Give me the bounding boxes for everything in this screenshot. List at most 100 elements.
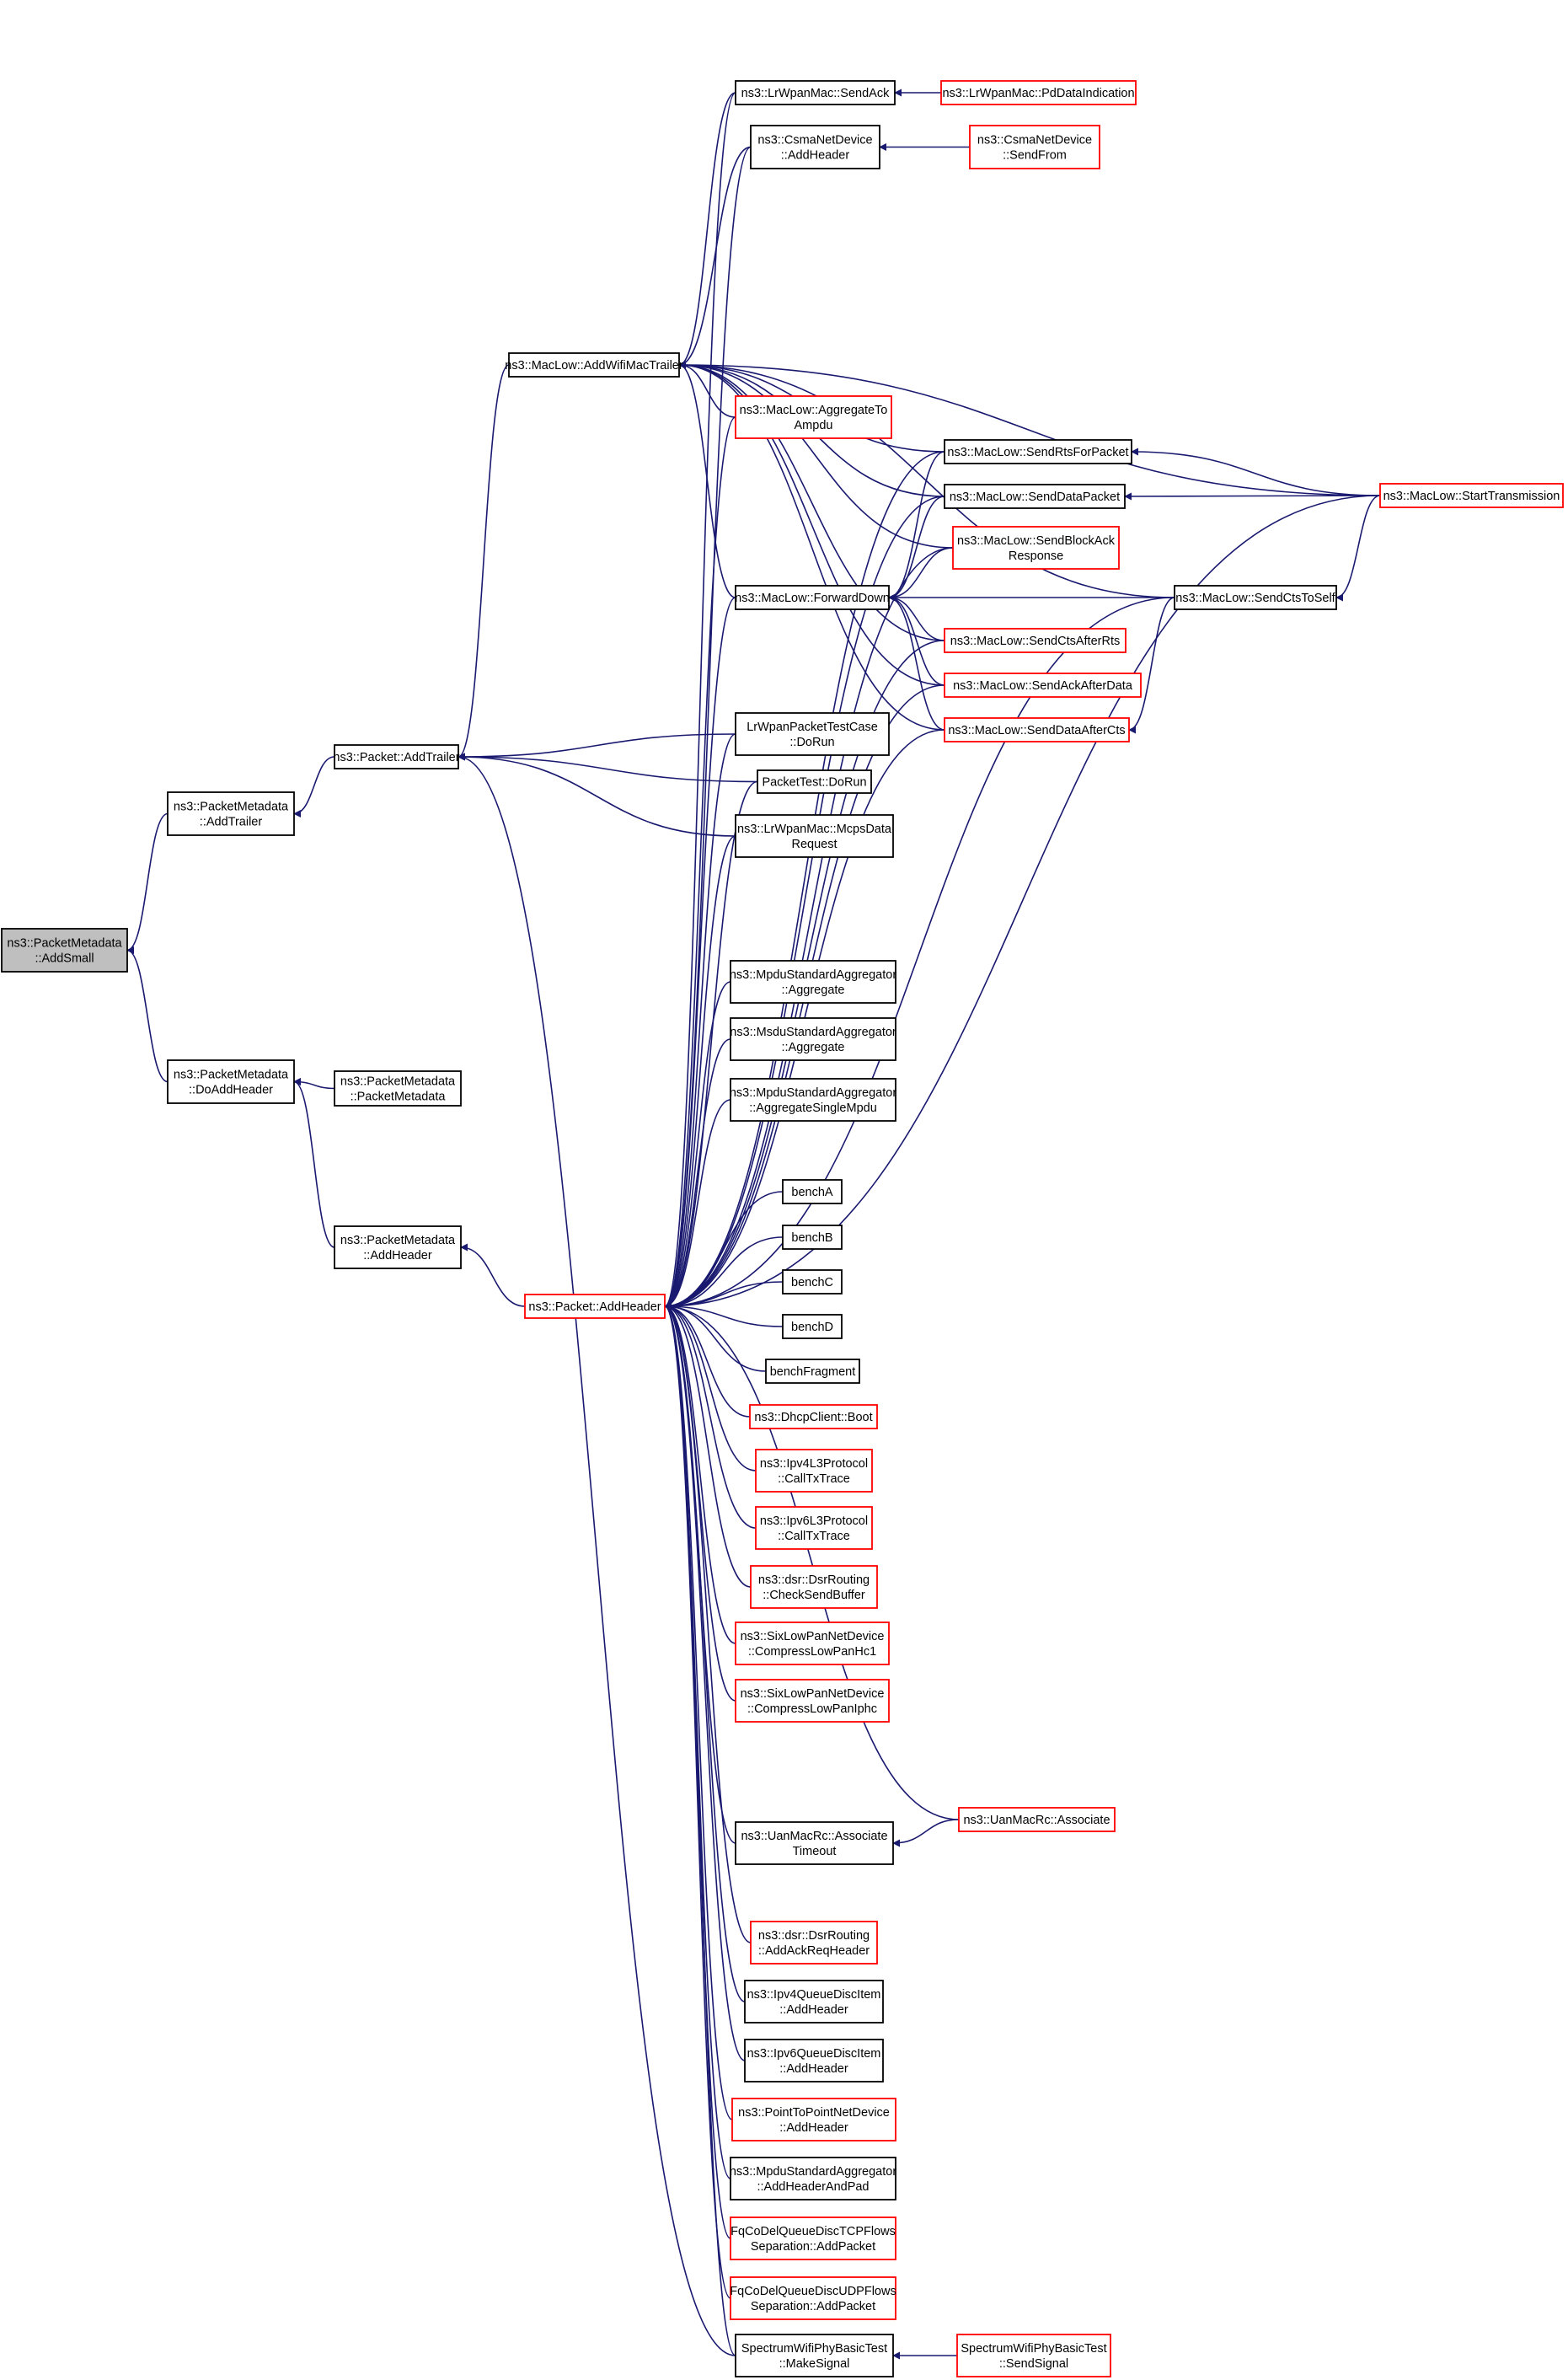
- node-box[interactable]: [735, 712, 890, 756]
- node-box[interactable]: [334, 744, 459, 769]
- graph-node[interactable]: ns3::dsr::DsrRouting::CheckSendBuffer: [750, 1565, 878, 1609]
- graph-node[interactable]: ns3::PointToPointNetDevice::AddHeader: [731, 2098, 896, 2141]
- graph-node[interactable]: PacketTest::DoRun: [757, 769, 872, 794]
- graph-node[interactable]: ns3::MacLow::SendRtsForPacket: [944, 439, 1132, 464]
- node-box[interactable]: [782, 1269, 843, 1295]
- node-box[interactable]: [167, 1059, 295, 1104]
- graph-node[interactable]: ns3::MpduStandardAggregator::AggregateSi…: [730, 1078, 896, 1122]
- node-box[interactable]: [730, 960, 896, 1004]
- node-box[interactable]: [735, 395, 892, 439]
- node-box[interactable]: [944, 717, 1130, 742]
- node-box[interactable]: [755, 1449, 873, 1493]
- node-box[interactable]: [735, 585, 890, 610]
- node-box[interactable]: [735, 1821, 894, 1865]
- node-box[interactable]: [730, 2217, 896, 2260]
- node-box[interactable]: [524, 1294, 666, 1319]
- graph-node[interactable]: ns3::MacLow::SendDataPacket: [944, 484, 1126, 509]
- graph-node[interactable]: benchD: [782, 1314, 843, 1339]
- graph-node[interactable]: ns3::PacketMetadata::AddTrailer: [167, 791, 295, 836]
- graph-node[interactable]: ns3::UanMacRc::Associate: [958, 1807, 1116, 1832]
- node-box[interactable]: [1379, 483, 1564, 508]
- graph-node[interactable]: ns3::Ipv4L3Protocol::CallTxTrace: [755, 1449, 873, 1493]
- graph-node[interactable]: ns3::PacketMetadata::PacketMetadata: [334, 1070, 462, 1107]
- graph-node[interactable]: ns3::Packet::AddTrailer: [333, 744, 460, 769]
- graph-node[interactable]: ns3::SixLowPanNetDevice::CompressLowPanH…: [735, 1622, 890, 1665]
- graph-node[interactable]: ns3::PacketMetadata::AddHeader: [334, 1225, 462, 1269]
- graph-node[interactable]: ns3::MpduStandardAggregator::Aggregate: [730, 960, 896, 1004]
- node-box[interactable]: [730, 2276, 896, 2320]
- graph-node[interactable]: ns3::MacLow::SendDataAfterCts: [944, 717, 1130, 742]
- node-box[interactable]: [730, 1078, 896, 1122]
- graph-node[interactable]: LrWpanPacketTestCase::DoRun: [735, 712, 890, 756]
- node-box[interactable]: [735, 1679, 890, 1723]
- node-box[interactable]: [944, 439, 1132, 464]
- node-box[interactable]: [750, 125, 880, 169]
- graph-node[interactable]: ns3::DhcpClient::Boot: [749, 1404, 878, 1429]
- graph-node[interactable]: ns3::MacLow::SendCtsAfterRts: [944, 628, 1126, 653]
- node-box[interactable]: [735, 80, 896, 105]
- node-box[interactable]: [730, 1017, 896, 1061]
- graph-node[interactable]: SpectrumWifiPhyBasicTest::MakeSignal: [735, 2334, 894, 2377]
- node-box[interactable]: [1, 928, 128, 973]
- graph-node[interactable]: ns3::LrWpanMac::SendAck: [735, 80, 896, 105]
- graph-node[interactable]: ns3::MpduStandardAggregator::AddHeaderAn…: [730, 2157, 896, 2200]
- node-box[interactable]: [735, 2334, 894, 2377]
- node-box[interactable]: [944, 673, 1142, 698]
- graph-node[interactable]: FqCoDelQueueDiscUDPFlowsSeparation::AddP…: [730, 2276, 896, 2320]
- graph-node[interactable]: ns3::CsmaNetDevice::AddHeader: [750, 125, 880, 169]
- node-box[interactable]: [735, 1622, 890, 1665]
- graph-node[interactable]: ns3::MacLow::AddWifiMacTrailer: [505, 352, 683, 378]
- graph-node[interactable]: ns3::Ipv6QueueDiscItem::AddHeader: [744, 2039, 884, 2082]
- node-box[interactable]: [940, 80, 1137, 105]
- graph-node[interactable]: ns3::MacLow::ForwardDown: [735, 585, 890, 610]
- node-box[interactable]: [944, 628, 1126, 653]
- node-box[interactable]: [1174, 585, 1337, 610]
- graph-node[interactable]: ns3::MacLow::SendAckAfterData: [944, 673, 1142, 698]
- node-box[interactable]: [334, 1225, 462, 1269]
- node-box[interactable]: [744, 2039, 884, 2082]
- node-box[interactable]: [731, 2098, 896, 2141]
- graph-node[interactable]: ns3::Packet::AddHeader: [524, 1294, 666, 1319]
- graph-node[interactable]: ns3::CsmaNetDevice::SendFrom: [969, 125, 1100, 169]
- node-box[interactable]: [757, 769, 872, 794]
- node-box[interactable]: [749, 1404, 878, 1429]
- graph-node[interactable]: benchB: [782, 1225, 843, 1250]
- graph-node[interactable]: ns3::LrWpanMac::PdDataIndication: [940, 80, 1137, 105]
- graph-node[interactable]: ns3::Ipv4QueueDiscItem::AddHeader: [744, 1980, 884, 2024]
- node-box[interactable]: [956, 2334, 1111, 2377]
- graph-node[interactable]: SpectrumWifiPhyBasicTest::SendSignal: [956, 2334, 1111, 2377]
- node-box[interactable]: [969, 125, 1100, 169]
- graph-node[interactable]: benchFragment: [765, 1359, 860, 1384]
- graph-node[interactable]: ns3::MacLow::SendCtsToSelf: [1174, 585, 1337, 610]
- node-box[interactable]: [334, 1070, 462, 1107]
- node-box[interactable]: [730, 2157, 896, 2200]
- node-box[interactable]: [750, 1921, 878, 1965]
- node-box[interactable]: [744, 1980, 884, 2024]
- node-box[interactable]: [765, 1359, 860, 1384]
- graph-node[interactable]: ns3::SixLowPanNetDevice::CompressLowPanI…: [735, 1679, 890, 1723]
- graph-node[interactable]: benchA: [782, 1179, 843, 1204]
- graph-node[interactable]: ns3::MsduStandardAggregator::Aggregate: [730, 1017, 896, 1061]
- node-box[interactable]: [944, 484, 1126, 509]
- node-box[interactable]: [782, 1179, 843, 1204]
- node-box[interactable]: [508, 352, 680, 378]
- node-box[interactable]: [958, 1807, 1116, 1832]
- node-box[interactable]: [782, 1225, 843, 1250]
- graph-node[interactable]: ns3::Ipv6L3Protocol::CallTxTrace: [755, 1506, 873, 1550]
- graph-node[interactable]: ns3::PacketMetadata::DoAddHeader: [167, 1059, 295, 1104]
- node-box[interactable]: [167, 791, 295, 836]
- graph-node[interactable]: benchC: [782, 1269, 843, 1295]
- node-box[interactable]: [735, 814, 894, 858]
- node-box[interactable]: [755, 1506, 873, 1550]
- node-box[interactable]: [782, 1314, 843, 1339]
- graph-node[interactable]: ns3::PacketMetadata::AddSmall: [1, 928, 128, 973]
- node-box[interactable]: [952, 526, 1120, 570]
- graph-node[interactable]: ns3::dsr::DsrRouting::AddAckReqHeader: [750, 1921, 878, 1965]
- graph-node[interactable]: ns3::MacLow::StartTransmission: [1379, 483, 1564, 508]
- node-box[interactable]: [750, 1565, 878, 1609]
- graph-node[interactable]: FqCoDelQueueDiscTCPFlowsSeparation::AddP…: [730, 2217, 896, 2260]
